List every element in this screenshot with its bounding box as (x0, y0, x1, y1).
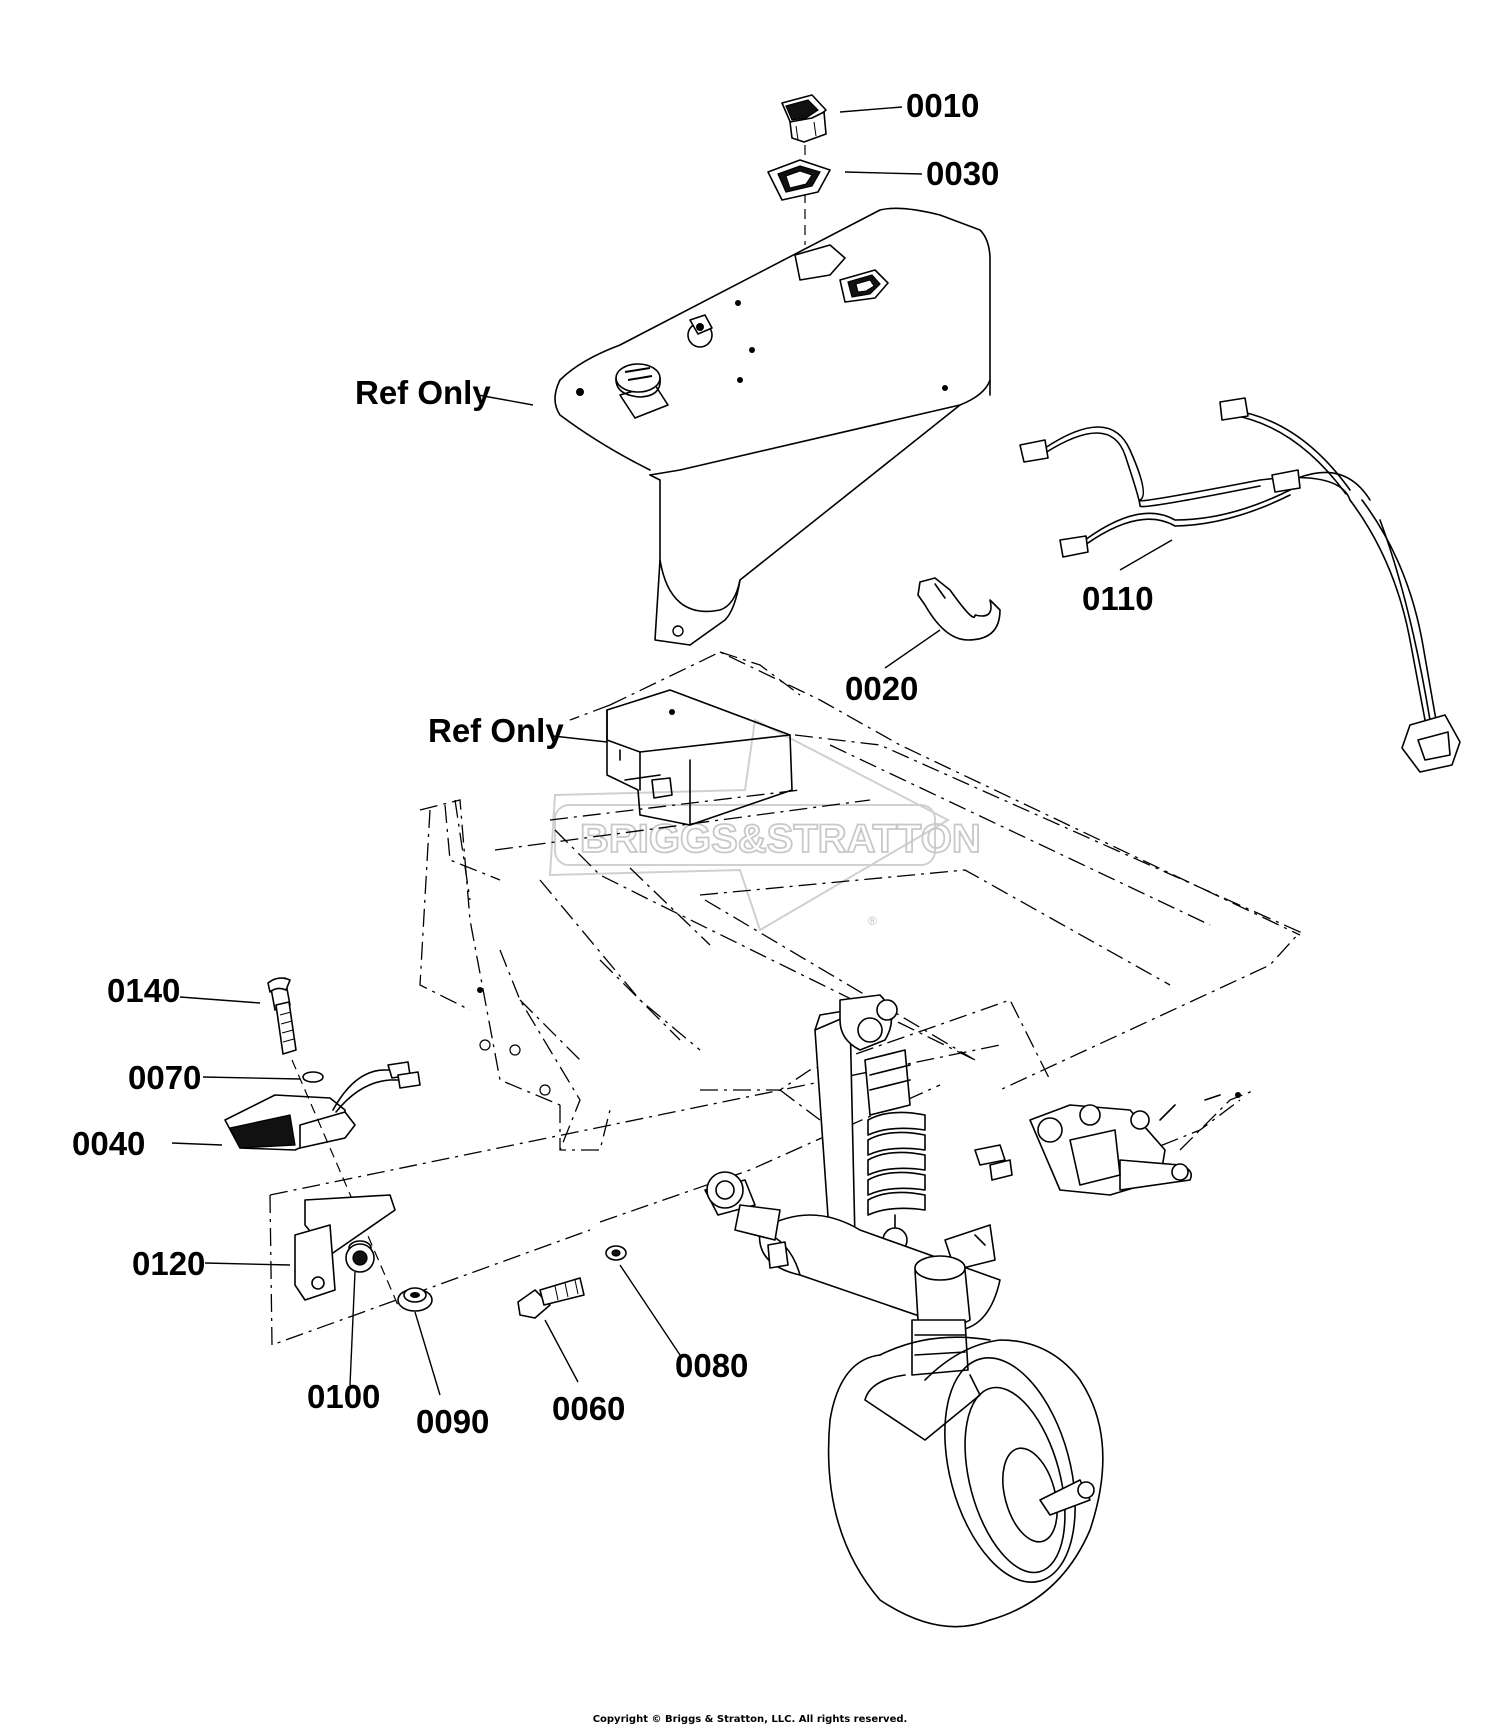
callout-0070: 0070 (128, 1059, 201, 1096)
watermark-registered-mark: ® (868, 914, 877, 928)
watermark-text: BRIGGS&STRATTON (580, 817, 981, 861)
bracket-0120-part (294, 1194, 396, 1301)
callout-ref-only-console: Ref Only (355, 374, 491, 411)
callout-labels: 0010 0030 Ref Only 0110 0020 Ref Only 01… (72, 87, 1154, 1440)
headlight-0040-part (224, 1061, 421, 1151)
callout-0140: 0140 (107, 972, 180, 1009)
washer-0070-part (302, 1071, 324, 1083)
pivot-arm-part (974, 1094, 1221, 1196)
copyright-notice: Copyright © Briggs & Stratton, LLC. All … (593, 1714, 908, 1725)
front-wheel-part (827, 1336, 1104, 1628)
callout-0010: 0010 (906, 87, 979, 124)
flange-nut-0090-part (397, 1287, 433, 1312)
rocker-switch-part (781, 94, 827, 143)
switch-bezel-part (767, 159, 831, 201)
callout-0110: 0110 (1082, 580, 1154, 617)
shock-absorber-part (814, 994, 926, 1253)
front-axle-part (704, 1171, 1001, 1441)
callout-0080: 0080 (675, 1347, 748, 1384)
bolt-0140-part (267, 977, 297, 1055)
callout-ref-only-bracket: Ref Only (428, 712, 564, 749)
wire-harness-part (1019, 397, 1461, 773)
bolt-0060-part (517, 1277, 585, 1319)
cable-clip-part (917, 577, 1001, 641)
dash-console-ref (554, 207, 991, 646)
callout-0040: 0040 (72, 1125, 145, 1162)
callout-0100: 0100 (307, 1378, 380, 1415)
callout-0020: 0020 (845, 670, 918, 707)
callout-0120: 0120 (132, 1245, 205, 1282)
nut-0100-part (345, 1243, 375, 1273)
callout-0090: 0090 (416, 1403, 489, 1440)
callout-0030: 0030 (926, 155, 999, 192)
leader-lines (171, 106, 1173, 1396)
callout-0060: 0060 (552, 1390, 625, 1427)
mower-frame-ref (269, 651, 1302, 1346)
washer-0080-part (605, 1245, 627, 1261)
brand-watermark: BRIGGS&STRATTON ® (548, 718, 982, 932)
